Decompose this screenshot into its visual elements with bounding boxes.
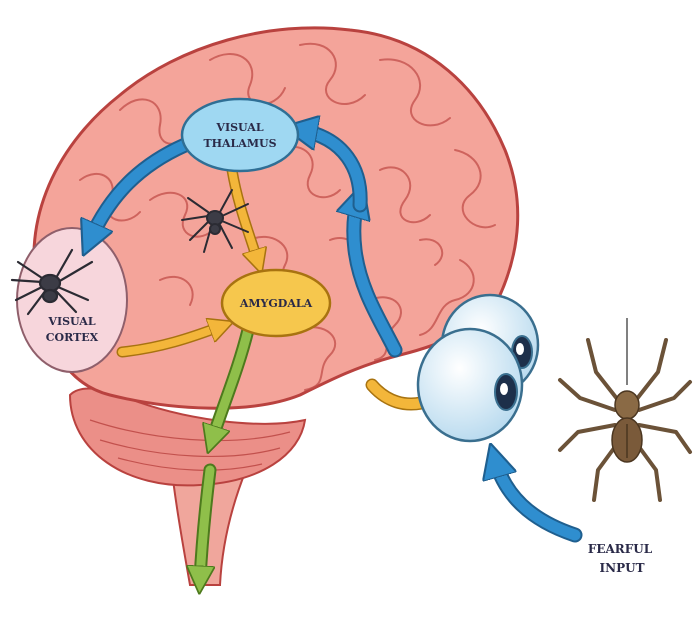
fearful-input-label-line1: FEARFUL — [588, 542, 653, 556]
spider-icon — [560, 318, 690, 500]
visual-thalamus-label-line2: THALAMUS — [203, 137, 276, 150]
visual-thalamus-label-line1: VISUAL — [215, 121, 263, 134]
amygdala: AMYGDALA — [222, 270, 330, 336]
visual-thalamus: VISUAL THALAMUS — [182, 99, 298, 171]
arrow-icon — [495, 460, 575, 535]
fearful-input-label-line2: INPUT — [600, 561, 645, 575]
visual-cortex-label-line1: VISUAL — [47, 315, 95, 328]
amygdala-label: AMYGDALA — [239, 297, 313, 310]
visual-cortex-label-line2: CORTEX — [46, 331, 99, 344]
